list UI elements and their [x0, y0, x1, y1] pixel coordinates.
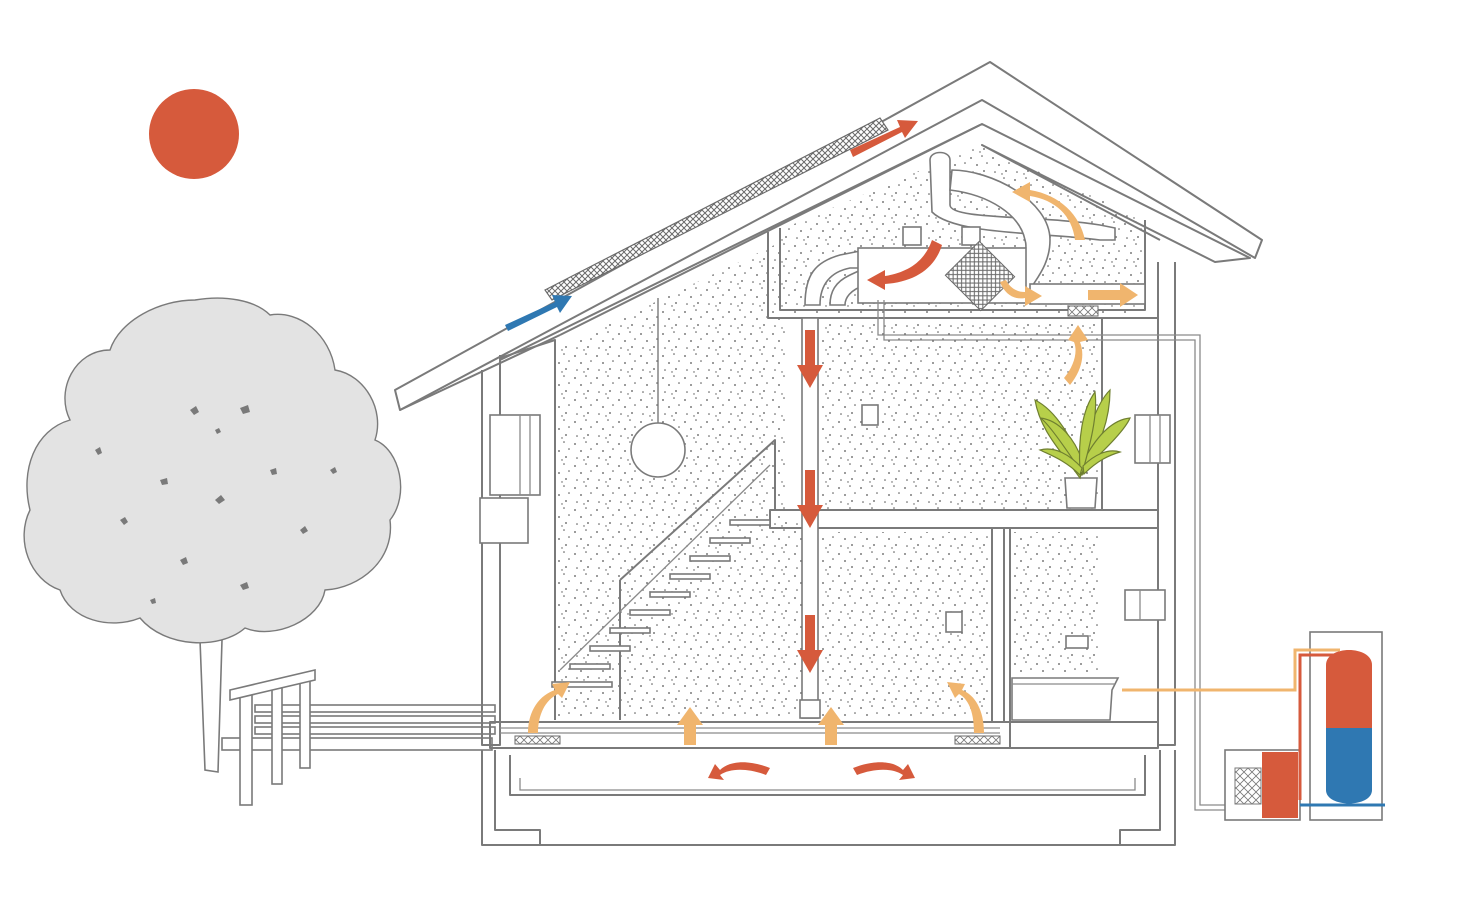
sun-icon	[149, 89, 239, 179]
foundation	[481, 750, 1176, 846]
house-shell	[394, 61, 1263, 749]
staircase	[551, 439, 776, 720]
exhaust-roof-arrow	[850, 120, 918, 157]
heat-pump-icon	[1224, 749, 1301, 821]
deck	[221, 668, 496, 806]
water-tank-icon	[1122, 631, 1385, 821]
potted-plant-icon	[1034, 388, 1131, 509]
bathroom-space	[1014, 532, 1102, 672]
warm-air-arrows	[708, 240, 942, 780]
fresh-air-arrow	[505, 295, 572, 331]
pendant-lamp-icon	[630, 298, 686, 478]
bathtub	[1011, 677, 1120, 721]
heat-exchanger-core	[944, 240, 1016, 312]
solar-collector-icon	[544, 117, 889, 301]
floor-vents	[500, 727, 1001, 745]
fresh-air-flow-arrows	[528, 182, 1138, 745]
stairwell-space	[555, 240, 805, 720]
wall-vents	[861, 404, 1089, 649]
tree-icon	[23, 297, 402, 773]
lower-room-space	[820, 532, 992, 720]
windows	[479, 414, 1171, 621]
